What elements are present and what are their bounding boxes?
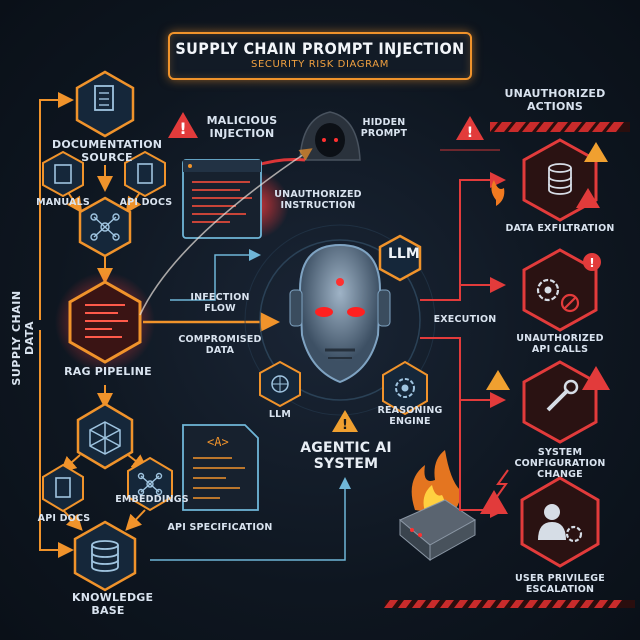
gear-icon bbox=[536, 278, 560, 302]
warning-icon-actions: ! bbox=[456, 116, 484, 141]
wrench-icon bbox=[546, 388, 570, 412]
agentic-system-label: AGENTIC AI SYSTEM bbox=[300, 440, 392, 473]
system-configuration-label: SYSTEM CONFIGURATION CHANGE bbox=[514, 447, 606, 480]
manuals-hex bbox=[42, 150, 84, 198]
gear-icon bbox=[565, 525, 583, 543]
reasoning-gear-hex bbox=[382, 360, 428, 416]
warning-icon-center: ! bbox=[332, 410, 358, 433]
title-box: SUPPLY CHAIN PROMPT INJECTION SECURITY R… bbox=[168, 32, 472, 80]
user-icon bbox=[544, 504, 560, 520]
llm-label: LLM bbox=[268, 409, 292, 420]
svg-text:!: ! bbox=[467, 125, 473, 141]
api-docs-top-hex bbox=[124, 150, 166, 198]
hidden-prompt-label: HIDDEN PROMPT bbox=[360, 117, 408, 139]
infected-document bbox=[182, 159, 262, 239]
embeddings-label: EMBEDDINGS bbox=[115, 494, 189, 505]
rag-pipeline-hex bbox=[68, 280, 142, 364]
unauthorized-actions-label: UNAUTHORIZED ACTIONS bbox=[504, 87, 606, 113]
code-lines-icon bbox=[85, 304, 128, 338]
execution-arrows bbox=[420, 149, 506, 518]
data-exfiltration-label: DATA EXFILTRATION bbox=[505, 223, 615, 234]
fire-icon bbox=[491, 180, 505, 206]
infection-flow-label: INFECTION FLOW bbox=[190, 292, 250, 314]
warning-icon-malicious: ! bbox=[168, 112, 198, 138]
svg-text:!: ! bbox=[342, 418, 348, 433]
rag-pipeline-label: RAG PIPELINE bbox=[64, 365, 152, 378]
left-connectors bbox=[39, 92, 149, 558]
compromised-data-label: COMPROMISED DATA bbox=[178, 334, 262, 356]
page-subtitle: SECURITY RISK DIAGRAM bbox=[251, 59, 389, 70]
unauthorized-instruction-label: UNAUTHORIZED INSTRUCTION bbox=[274, 189, 362, 211]
book-icon bbox=[54, 164, 72, 184]
hazard-stripe-bottom bbox=[384, 600, 635, 608]
database-icon bbox=[548, 163, 572, 195]
network-icon bbox=[90, 213, 120, 241]
warning-icon-privilege bbox=[480, 490, 508, 514]
llm-icon-hex bbox=[259, 360, 301, 408]
unauthorized-api-hex: ! bbox=[522, 248, 601, 332]
embeddings-hex bbox=[127, 456, 173, 512]
api-docs-bottom-label: API DOCS bbox=[37, 513, 91, 524]
graph-hex-bottom bbox=[76, 402, 134, 470]
knowledge-base-label: KNOWLEDGE BASE bbox=[72, 591, 154, 617]
api-spec-document: <A> bbox=[182, 424, 259, 511]
reasoning-engine-label: REASONING ENGINE bbox=[377, 405, 443, 427]
malicious-injection-label: MALICIOUS INJECTION bbox=[206, 114, 278, 140]
injection-arc bbox=[139, 148, 313, 316]
hacker-figure bbox=[299, 111, 361, 161]
api-docs-top-label: API DOCS bbox=[119, 197, 173, 208]
supply-chain-side-label: SUPPLY CHAIN DATA bbox=[10, 290, 36, 386]
warning-icon-config bbox=[486, 370, 510, 390]
hazard-stripe-top bbox=[490, 122, 630, 132]
user-privilege-hex bbox=[480, 469, 600, 568]
database-icon bbox=[91, 540, 119, 572]
burning-server bbox=[399, 450, 476, 562]
unauthorized-api-calls-label: UNAUTHORIZED API CALLS bbox=[516, 333, 604, 355]
ai-robot-head bbox=[289, 243, 391, 384]
embedding-icon bbox=[137, 472, 163, 496]
manuals-label: MANUALS bbox=[36, 197, 90, 208]
page-title: SUPPLY CHAIN PROMPT INJECTION bbox=[175, 39, 465, 58]
api-doc-icon bbox=[137, 163, 153, 184]
api-docs-bottom-hex bbox=[42, 463, 84, 513]
lightning-icon bbox=[495, 469, 509, 499]
llm-badge-hex bbox=[378, 234, 422, 282]
user-privilege-label: USER PRIVILEGE ESCALATION bbox=[515, 573, 605, 595]
kb-to-system-arrow bbox=[150, 477, 351, 561]
document-icon bbox=[94, 85, 114, 111]
data-exfiltration-hex bbox=[491, 138, 608, 222]
svg-text:!: ! bbox=[179, 119, 186, 138]
api-specification-label: API SPECIFICATION bbox=[167, 522, 273, 533]
cube-network-icon bbox=[89, 421, 121, 455]
svg-text:!: ! bbox=[589, 256, 594, 270]
knowledge-base-hex bbox=[73, 520, 137, 592]
doc-to-llm-arrow bbox=[170, 249, 261, 301]
block-icon bbox=[560, 293, 580, 313]
graph-hex-top bbox=[78, 196, 132, 258]
llm-badge-text: LLM bbox=[388, 246, 420, 262]
execution-label: EXECUTION bbox=[433, 314, 497, 325]
system-config-hex bbox=[486, 360, 610, 444]
api-doc-icon bbox=[55, 477, 71, 498]
documentation-source-label: DOCUMENTATION SOURCE bbox=[52, 138, 163, 164]
gear-icon bbox=[395, 378, 415, 398]
doc-tag-text: <A> bbox=[207, 435, 229, 449]
doc-source-hex bbox=[75, 70, 135, 138]
